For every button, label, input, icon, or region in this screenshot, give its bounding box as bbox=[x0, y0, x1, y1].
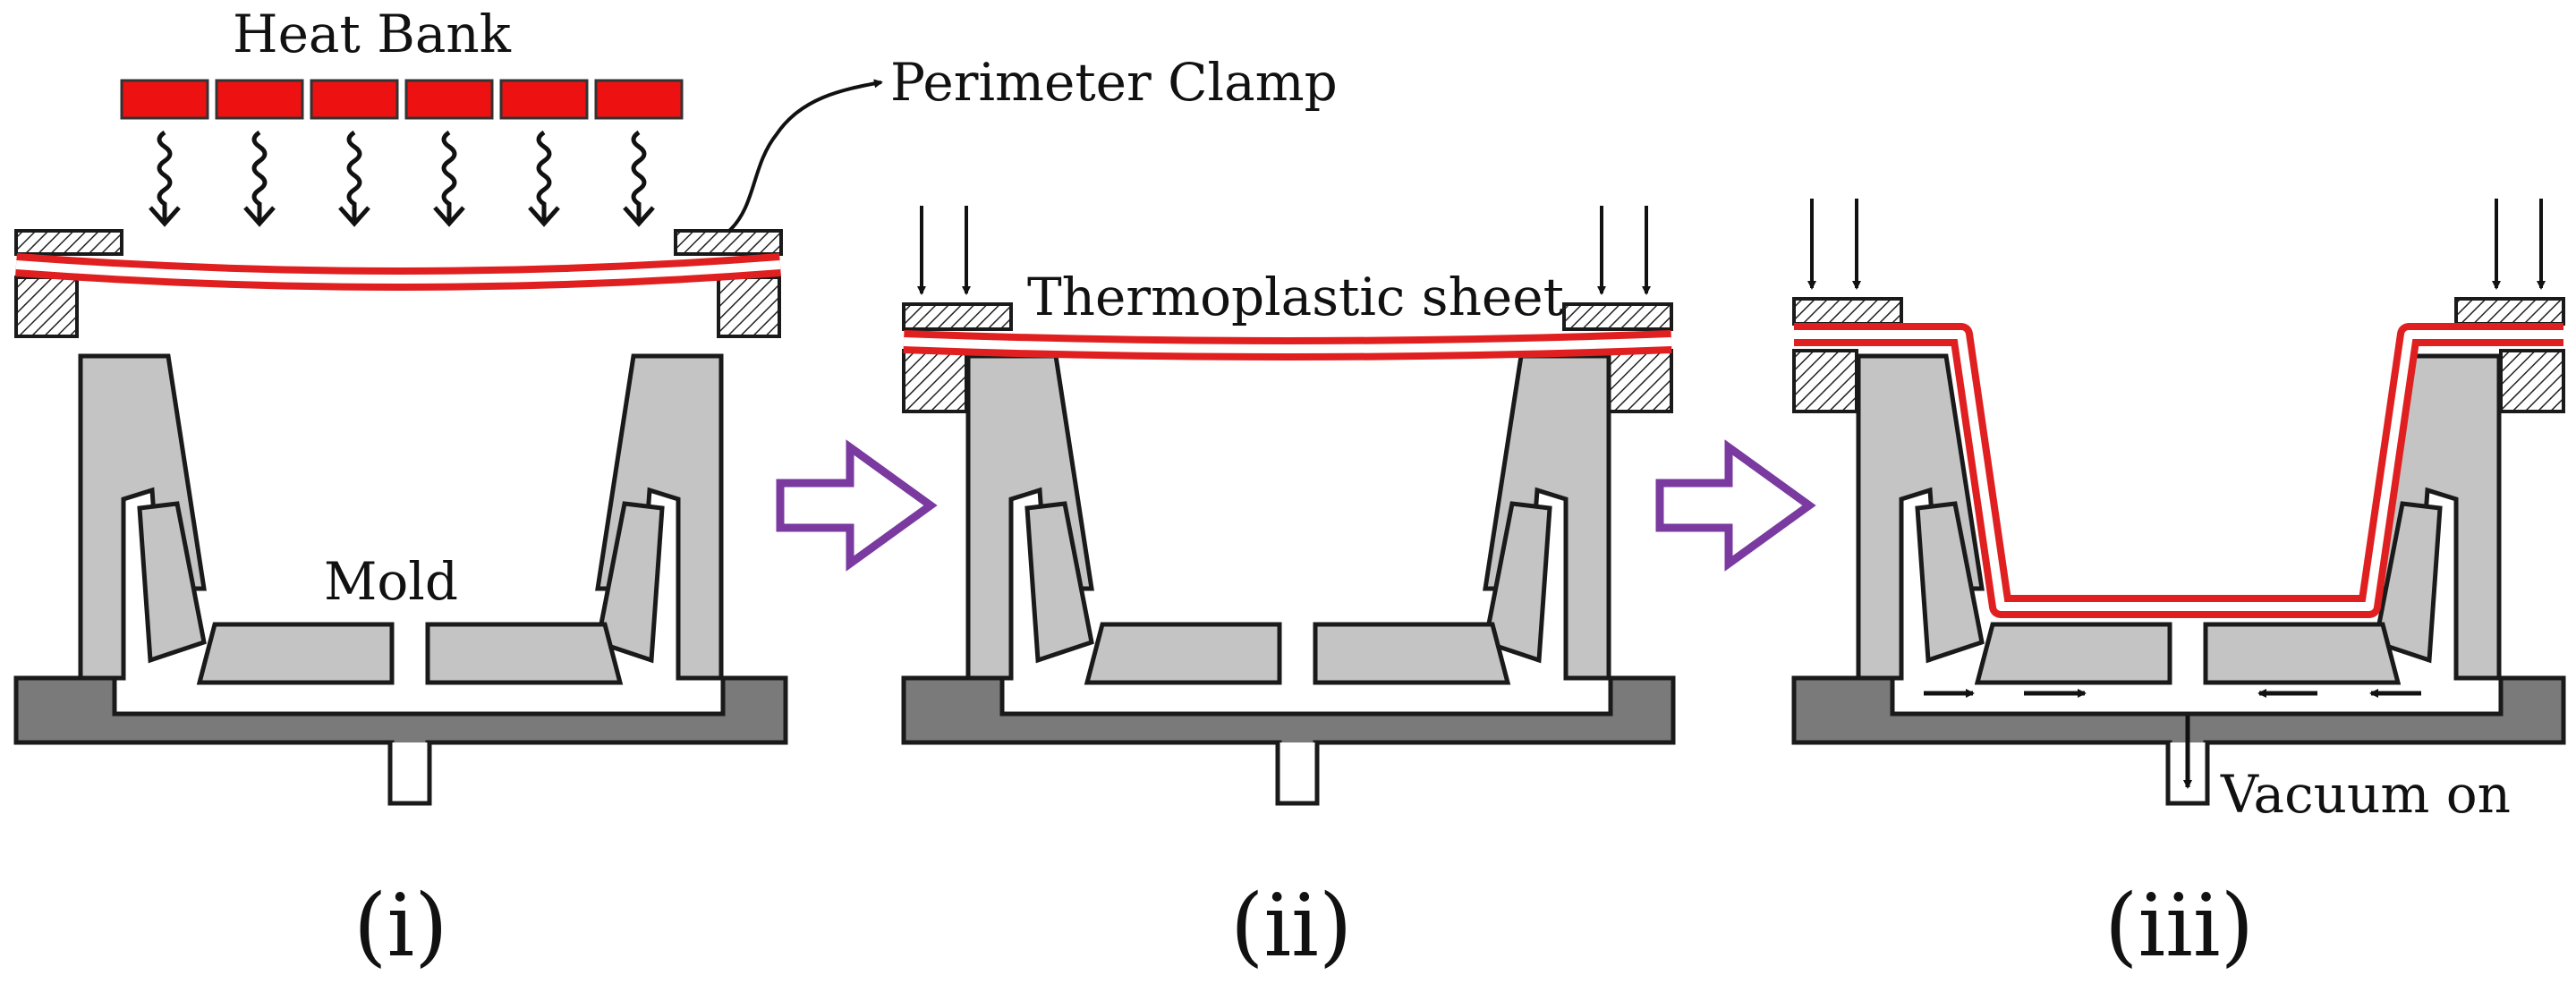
perimeter-clamp-label: Perimeter Clamp bbox=[890, 52, 1338, 113]
step-label-iii: (iii) bbox=[2104, 876, 2254, 976]
heater-element bbox=[404, 79, 494, 120]
heater-element bbox=[120, 79, 209, 120]
perimeter-clamp-top-right bbox=[1562, 302, 1673, 331]
heat-waves bbox=[149, 130, 655, 227]
perimeter-clamp-top-right bbox=[2454, 297, 2565, 326]
perimeter-clamp-bottom-left bbox=[14, 276, 79, 338]
perimeter-clamp-top-left bbox=[1792, 297, 1903, 326]
thermoplastic-sheet-label: Thermoplastic sheet bbox=[1027, 267, 1564, 327]
vacuum-on-label: Vacuum on bbox=[2220, 764, 2511, 825]
step-label-ii: (ii) bbox=[1230, 876, 1352, 976]
perimeter-clamp-top-left bbox=[902, 302, 1013, 331]
perimeter-clamp-bottom-left bbox=[1792, 349, 1858, 413]
panel-iii: Vacuum on (iii) bbox=[1794, 199, 2563, 976]
process-arrow-2 bbox=[1655, 439, 1816, 572]
step-label-i: (i) bbox=[353, 876, 448, 976]
mold bbox=[904, 356, 1673, 803]
clamp-force-arrows bbox=[917, 206, 1651, 295]
panel-i: Heat Bank Perimeter Clamp bbox=[16, 4, 1338, 976]
heater-element bbox=[499, 79, 589, 120]
perimeter-clamp-callout bbox=[727, 79, 883, 233]
clamp-force-arrows bbox=[1807, 199, 2546, 290]
process-arrow-1 bbox=[776, 439, 938, 572]
heat-bank-label: Heat Bank bbox=[233, 4, 512, 64]
perimeter-clamp-top-right bbox=[674, 229, 783, 256]
panel-ii: Thermoplastic sheet (ii) bbox=[904, 206, 1673, 976]
perimeter-clamp-bottom-right bbox=[1607, 349, 1673, 413]
perimeter-clamp-bottom-left bbox=[902, 349, 968, 413]
heater-element bbox=[310, 79, 399, 120]
heater-element bbox=[215, 79, 304, 120]
heater-element bbox=[594, 79, 684, 120]
mold-label: Mold bbox=[324, 551, 458, 612]
mold bbox=[1794, 356, 2563, 803]
perimeter-clamp-bottom-right bbox=[717, 276, 781, 338]
vacuum-flow-arrows bbox=[1924, 689, 2421, 789]
heat-bank bbox=[120, 79, 684, 120]
perimeter-clamp-top-left bbox=[14, 229, 123, 256]
perimeter-clamp-bottom-right bbox=[2499, 349, 2565, 413]
